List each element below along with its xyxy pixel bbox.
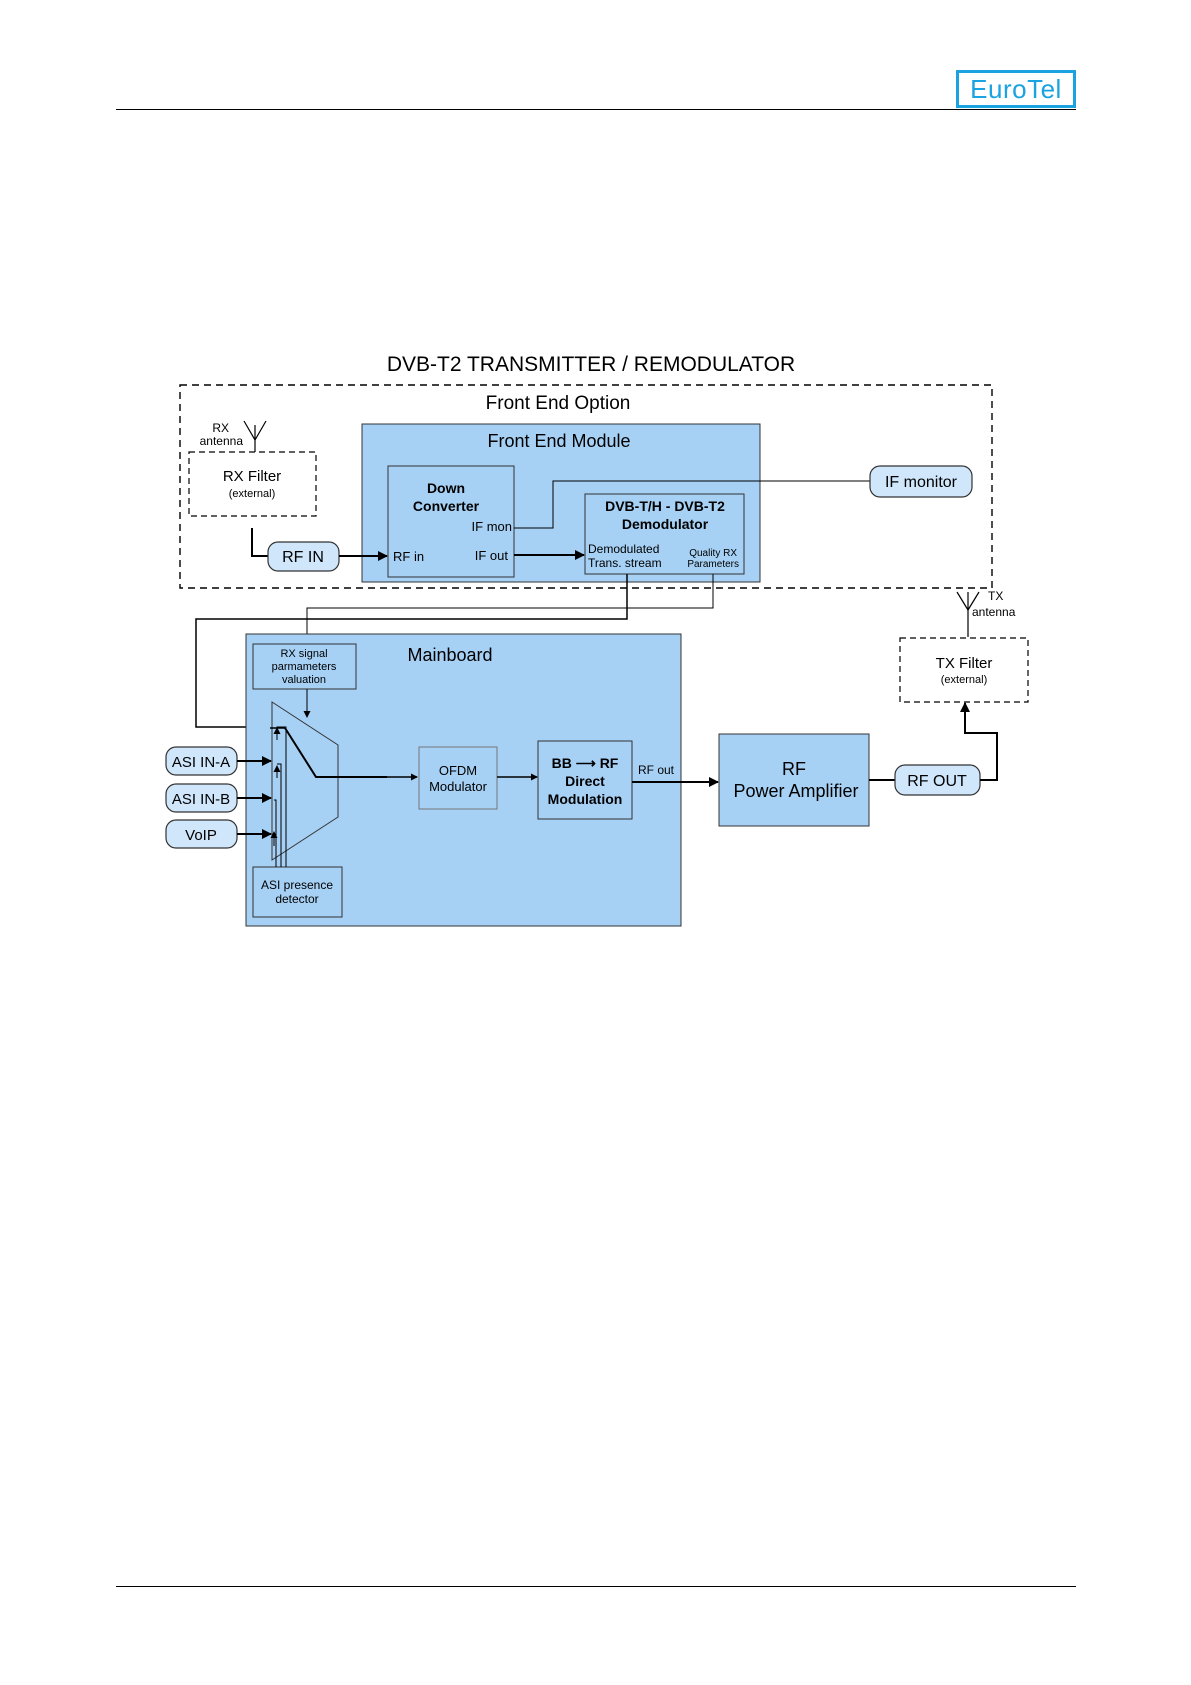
if-mon-line [514,480,870,529]
down-converter-title-1: Down [427,480,465,496]
footer-rule [116,1586,1076,1587]
rf-out-port-label: RF out [638,763,675,777]
demodulator-block [584,493,745,575]
bb-rf-block [537,740,633,820]
rf-in-port-label: RF in [393,549,424,564]
ofdm-block [418,746,498,810]
tx-filter-title: TX Filter [936,655,993,672]
demod-ts-label-2: Trans. stream [588,556,662,570]
rx-filter-box [188,451,317,517]
eurotel-logo: EuroTel [956,70,1076,108]
power-amp-label-2: Power Amplifier [733,781,858,801]
diagram-title: DVB-T2 TRANSMITTER / REMODULATOR [387,353,795,376]
if-mon-label: IF mon [472,519,512,534]
bb-rf-label-2: Direct [565,773,605,789]
rx-filter-title: RX Filter [223,468,281,485]
demodulator-title-1: DVB-T/H - DVB-T2 [605,498,725,514]
power-amp-block [718,733,870,827]
front-end-option-box [179,384,993,589]
asi-detector-block [252,866,343,918]
asi-detector-label-1: ASI presence [261,878,333,892]
rx-signal-label-1: RX signal [280,648,327,660]
tx-antenna-label-2: antenna [972,605,1016,619]
rf-in-pill-label: RF IN [282,549,324,566]
quality-label-2: Parameters [687,559,739,570]
demodulator-title-2: Demodulator [622,516,709,532]
rx-filter-to-rfin-line [251,528,268,557]
rx-signal-label-3: valuation [282,674,326,686]
tx-filter-sub: (external) [941,674,987,686]
rx-antenna-label-1: RX [212,421,229,435]
demod-ts-line [195,574,628,731]
asi-detector-label-2: detector [275,892,318,906]
rx-signal-label-2: parmameters [272,661,337,673]
bb-rf-label-3: Modulation [548,791,623,807]
if-out-label: IF out [475,548,509,563]
rf-out-pill-label: RF OUT [907,773,967,790]
front-end-option-label: Front End Option [486,393,631,414]
input-switch [271,701,339,861]
asi-in-b-label: ASI IN-B [172,791,230,808]
power-amp-label-1: RF [782,759,806,779]
quality-label-1: Quality RX [689,548,737,559]
front-end-module-label: Front End Module [487,431,630,451]
tx-antenna-label-1: TX [988,589,1003,603]
if-monitor-pill [869,465,973,498]
down-converter-block [387,465,515,578]
rx-signal-block [252,643,357,690]
down-converter-title-2: Converter [413,498,480,514]
rx-antenna-label-2: antenna [200,434,244,448]
rfout-to-txfilter [960,702,998,781]
demod-ts-label-1: Demodulated [588,542,659,556]
rx-filter-sub: (external) [229,488,275,500]
header-rule [116,109,1076,110]
switch-arm [284,727,387,778]
quality-line [303,574,714,644]
bb-rf-label-1: BB ⟶ RF [552,755,619,771]
if-monitor-label: IF monitor [885,474,958,491]
asi-in-a-label: ASI IN-A [172,754,230,771]
ofdm-label-1: OFDM [439,763,477,778]
voip-label: VoIP [185,827,217,844]
detector-feedback-lines [270,726,287,867]
ofdm-label-2: Modulator [429,779,487,794]
mainboard-label: Mainboard [407,645,492,665]
tx-antenna-icon [956,591,980,637]
